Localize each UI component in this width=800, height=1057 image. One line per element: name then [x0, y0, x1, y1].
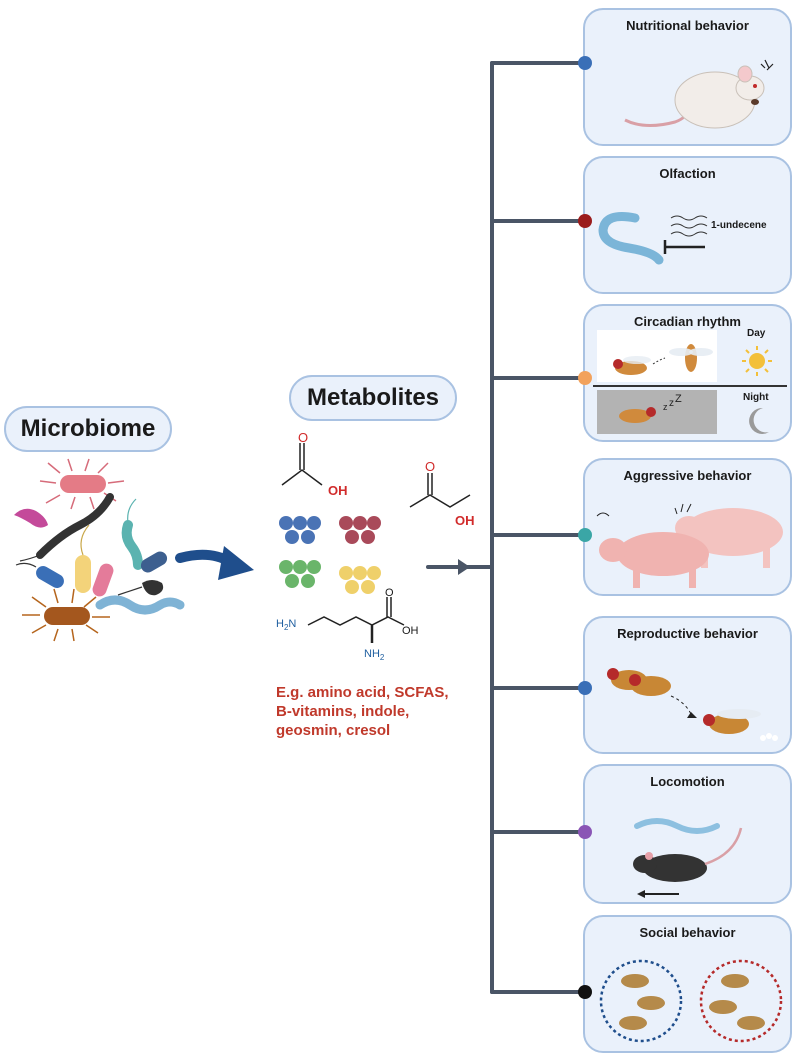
panel-title: Nutritional behavior	[626, 18, 749, 33]
panel-aggressive-behavior: Aggressive behavior	[583, 458, 792, 596]
pig-icon	[596, 503, 783, 588]
svg-text:z: z	[669, 398, 674, 409]
panel-social-behavior: Social behavior	[583, 915, 792, 1053]
odorant-label: 1-undecene	[711, 220, 767, 231]
green-spheres	[279, 560, 321, 588]
propionic-o: O	[425, 459, 436, 474]
example-line-3: geosmin, cresol	[276, 722, 391, 739]
lysine-h2n: H2N	[276, 618, 297, 633]
blue-spheres	[279, 516, 321, 544]
mating-flies-icon	[607, 668, 778, 741]
lysine-oh: OH	[402, 625, 419, 637]
panel-title: Aggressive behavior	[623, 468, 752, 483]
hyena-icon	[599, 959, 783, 1043]
dot-social	[578, 985, 592, 999]
rat-icon	[633, 818, 743, 898]
propionic-oh: OH	[455, 513, 475, 528]
dot-reproductive	[578, 681, 592, 695]
dot-circadian	[578, 371, 592, 385]
acetic-oh: OH	[328, 483, 348, 498]
panel-locomotion: Locomotion	[583, 764, 792, 904]
microbiome-to-metabolites-arrow	[175, 546, 254, 580]
day-label: Day	[747, 328, 766, 339]
mouse-icon	[624, 59, 774, 129]
svg-text:Z: Z	[675, 393, 682, 405]
panel-title: Olfaction	[659, 166, 716, 181]
example-line-2: B-vitamins, indole,	[276, 703, 410, 720]
lysine-nh2: NH2	[364, 648, 385, 663]
odor-waves-icon	[663, 215, 708, 254]
metabolites-label: Metabolites	[289, 375, 457, 421]
day-box	[597, 330, 717, 382]
panel-title: Reproductive behavior	[617, 626, 758, 641]
panel-title: Locomotion	[650, 774, 725, 789]
panel-olfaction: Olfaction 1-undecene	[583, 156, 792, 294]
night-label: Night	[743, 392, 769, 403]
sun-icon	[742, 346, 772, 376]
example-line-1: E.g. amino acid, SCFAS,	[276, 684, 449, 701]
dot-locomotion	[578, 825, 592, 839]
panel-circadian-rhythm: Circadian rhythm z z Z Day Night	[583, 304, 792, 442]
panel-nutritional-behavior: Nutritional behavior	[583, 8, 792, 146]
worm-icon	[598, 212, 664, 265]
metabolite-molecule-icon	[279, 443, 471, 643]
yellow-spheres	[339, 566, 381, 594]
red-spheres	[339, 516, 381, 544]
fly-icon: z z Z	[613, 344, 713, 423]
bacteria-cluster-icon	[14, 458, 185, 642]
dot-nutritional	[578, 56, 592, 70]
svg-text:z: z	[663, 402, 668, 412]
divider-line	[593, 385, 787, 387]
moon-icon	[749, 407, 769, 434]
panel-title: Circadian rhythm	[634, 314, 741, 329]
acetic-o: O	[298, 430, 309, 445]
lysine-o: O	[385, 587, 394, 599]
metabolite-examples: E.g. amino acid, SCFAS, B-vitamins, indo…	[276, 683, 476, 740]
panel-title: Social behavior	[639, 925, 736, 940]
dot-olfaction	[578, 214, 592, 228]
night-box	[597, 390, 717, 434]
dot-aggressive	[578, 528, 592, 542]
microbiome-label: Microbiome	[4, 406, 172, 452]
